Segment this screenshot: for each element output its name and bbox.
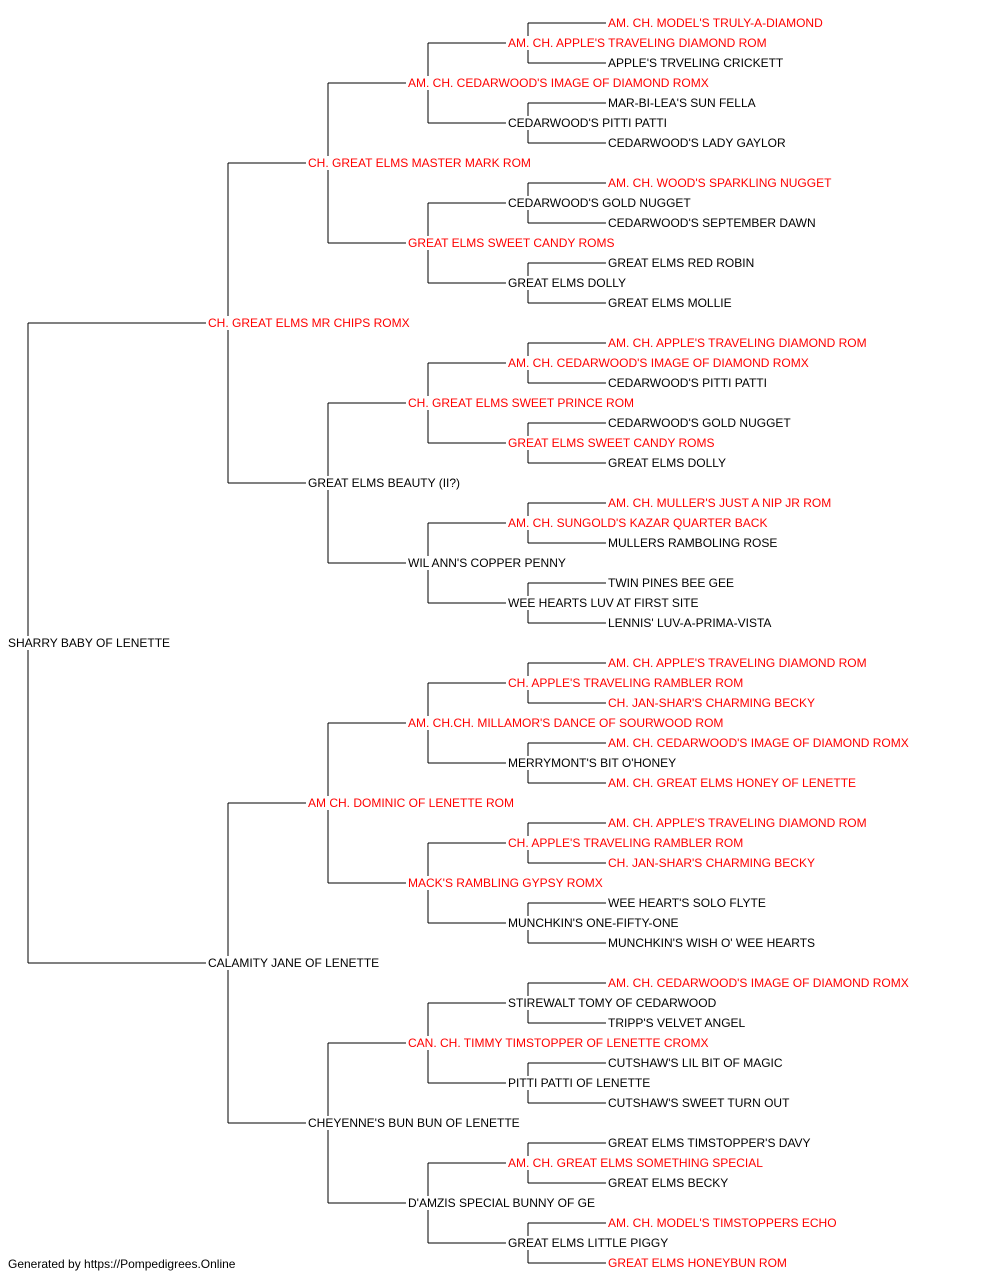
ancestor-name-gen-3: D'AMZIS SPECIAL BUNNY OF GE <box>408 1196 595 1210</box>
ancestor-name-gen-5: MAR-BI-LEA'S SUN FELLA <box>608 96 756 110</box>
ancestor-name-gen-5: APPLE'S TRVELING CRICKETT <box>608 56 784 70</box>
ancestor-name-gen-5: AM. CH. WOOD'S SPARKLING NUGGET <box>608 176 832 190</box>
ancestor-name-gen-5: WEE HEART'S SOLO FLYTE <box>608 896 766 910</box>
ancestor-name-gen-5: CUTSHAW'S SWEET TURN OUT <box>608 1096 790 1110</box>
ancestor-name-gen-2: GREAT ELMS BEAUTY (II?) <box>308 476 461 490</box>
ancestor-name-gen-4: CEDARWOOD'S PITTI PATTI <box>508 116 667 130</box>
ancestor-name-gen-4: CH. APPLE'S TRAVELING RAMBLER ROM <box>508 676 744 690</box>
ancestor-name-gen-5: MULLERS RAMBOLING ROSE <box>608 536 778 550</box>
ancestor-name-gen-2: CHEYENNE'S BUN BUN OF LENETTE <box>308 1116 520 1130</box>
ancestor-name-gen-3: MACK'S RAMBLING GYPSY ROMX <box>408 876 603 890</box>
ancestor-name-gen-5: TWIN PINES BEE GEE <box>608 576 735 590</box>
ancestor-name-gen-5: GREAT ELMS TIMSTOPPER'S DAVY <box>608 1136 811 1150</box>
ancestor-name-gen-5: CEDARWOOD'S PITTI PATTI <box>608 376 767 390</box>
ancestor-name-gen-5: AM. CH. MODEL'S TIMSTOPPERS ECHO <box>608 1216 837 1230</box>
ancestor-name-gen-2: AM CH. DOMINIC OF LENETTE ROM <box>308 796 515 810</box>
ancestor-name-gen-4: CEDARWOOD'S GOLD NUGGET <box>508 196 691 210</box>
ancestor-name-gen-5: AM. CH. APPLE'S TRAVELING DIAMOND ROM <box>608 336 867 350</box>
ancestor-name-gen-5: GREAT ELMS RED ROBIN <box>608 256 755 270</box>
ancestor-name-gen-4: GREAT ELMS DOLLY <box>508 276 627 290</box>
ancestor-name-gen-5: GREAT ELMS BECKY <box>608 1176 729 1190</box>
ancestor-name-gen-1: CALAMITY JANE OF LENETTE <box>208 956 380 970</box>
ancestor-name-gen-4: MERRYMONT'S BIT O'HONEY <box>508 756 677 770</box>
ancestor-name-gen-3: WIL ANN'S COPPER PENNY <box>408 556 566 570</box>
ancestor-name-gen-4: PITTI PATTI OF LENETTE <box>508 1076 651 1090</box>
ancestor-name-gen-5: LENNIS' LUV-A-PRIMA-VISTA <box>608 616 772 630</box>
ancestor-name-gen-3: CAN. CH. TIMMY TIMSTOPPER OF LENETTE CRO… <box>408 1036 709 1050</box>
ancestor-name-gen-3: AM. CH.CH. MILLAMOR'S DANCE OF SOURWOOD … <box>408 716 724 730</box>
ancestor-name-gen-5: AM. CH. CEDARWOOD'S IMAGE OF DIAMOND ROM… <box>608 736 909 750</box>
ancestor-name-gen-4: STIREWALT TOMY OF CEDARWOOD <box>508 996 717 1010</box>
ancestor-name-gen-5: CH. JAN-SHAR'S CHARMING BECKY <box>608 856 815 870</box>
ancestor-name-gen-5: MUNCHKIN'S WISH O' WEE HEARTS <box>608 936 816 950</box>
ancestor-name-gen-4: WEE HEARTS LUV AT FIRST SITE <box>508 596 699 610</box>
ancestor-name-gen-4: CH. APPLE'S TRAVELING RAMBLER ROM <box>508 836 744 850</box>
ancestor-name-gen-4: AM. CH. GREAT ELMS SOMETHING SPECIAL <box>508 1156 763 1170</box>
subject-name: SHARRY BABY OF LENETTE <box>8 636 171 650</box>
ancestor-name-gen-5: AM. CH. APPLE'S TRAVELING DIAMOND ROM <box>608 816 867 830</box>
ancestor-name-gen-1: CH. GREAT ELMS MR CHIPS ROMX <box>208 316 410 330</box>
ancestor-name-gen-5: GREAT ELMS MOLLIE <box>608 296 732 310</box>
ancestor-name-gen-5: CEDARWOOD'S SEPTEMBER DAWN <box>608 216 816 230</box>
ancestor-name-gen-4: GREAT ELMS SWEET CANDY ROMS <box>508 436 715 450</box>
ancestor-name-gen-5: AM. CH. GREAT ELMS HONEY OF LENETTE <box>608 776 857 790</box>
ancestor-name-gen-5: AM. CH. MODEL'S TRULY-A-DIAMOND <box>608 16 823 30</box>
ancestor-name-gen-5: CEDARWOOD'S LADY GAYLOR <box>608 136 786 150</box>
ancestor-name-gen-2: CH. GREAT ELMS MASTER MARK ROM <box>308 156 531 170</box>
ancestor-name-gen-5: CEDARWOOD'S GOLD NUGGET <box>608 416 791 430</box>
ancestor-name-gen-5: CH. JAN-SHAR'S CHARMING BECKY <box>608 696 815 710</box>
ancestor-name-gen-4: GREAT ELMS LITTLE PIGGY <box>508 1236 669 1250</box>
ancestor-name-gen-5: TRIPP'S VELVET ANGEL <box>608 1016 746 1030</box>
footer-credit: Generated by https://Pompedigrees.Online <box>8 1257 236 1271</box>
ancestor-name-gen-5: AM. CH. CEDARWOOD'S IMAGE OF DIAMOND ROM… <box>608 976 909 990</box>
ancestor-name-gen-4: AM. CH. APPLE'S TRAVELING DIAMOND ROM <box>508 36 767 50</box>
ancestor-name-gen-5: CUTSHAW'S LIL BIT OF MAGIC <box>608 1056 783 1070</box>
ancestor-name-gen-4: MUNCHKIN'S ONE-FIFTY-ONE <box>508 916 679 930</box>
ancestor-name-gen-4: AM. CH. CEDARWOOD'S IMAGE OF DIAMOND ROM… <box>508 356 809 370</box>
ancestor-name-gen-4: AM. CH. SUNGOLD'S KAZAR QUARTER BACK <box>508 516 768 530</box>
ancestor-name-gen-3: GREAT ELMS SWEET CANDY ROMS <box>408 236 615 250</box>
ancestor-name-gen-3: AM. CH. CEDARWOOD'S IMAGE OF DIAMOND ROM… <box>408 76 709 90</box>
ancestor-name-gen-5: GREAT ELMS DOLLY <box>608 456 727 470</box>
ancestor-name-gen-5: AM. CH. MULLER'S JUST A NIP JR ROM <box>608 496 832 510</box>
ancestor-name-gen-5: AM. CH. APPLE'S TRAVELING DIAMOND ROM <box>608 656 867 670</box>
ancestor-name-gen-5: GREAT ELMS HONEYBUN ROM <box>608 1256 787 1270</box>
ancestor-name-gen-3: CH. GREAT ELMS SWEET PRINCE ROM <box>408 396 635 410</box>
